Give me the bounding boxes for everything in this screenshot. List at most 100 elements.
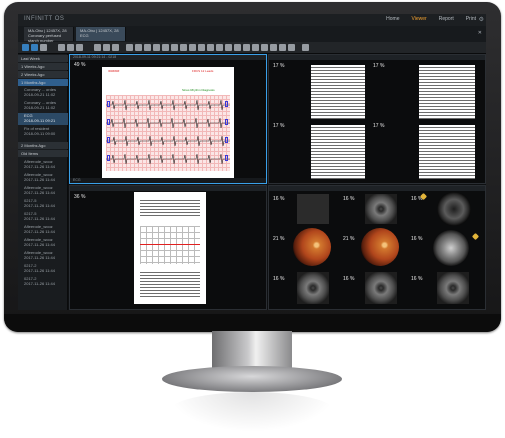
zoom-fit-icon[interactable] (171, 44, 178, 51)
viewport-document-grid[interactable]: 17 % 17 % 17 % 17 % (268, 54, 486, 184)
copy-icon[interactable] (126, 44, 133, 51)
retina-thumbnail[interactable] (365, 194, 397, 224)
zoom-level: 16 % (411, 196, 423, 202)
tab-line-1: MA-Obu | 12457X, 28 (28, 28, 67, 33)
settings-icon[interactable]: ⚙ (478, 17, 484, 23)
lightning-icon[interactable] (302, 44, 309, 51)
zoom-in-icon[interactable] (153, 44, 160, 51)
ecg-id-text: ID##### (108, 69, 120, 73)
nav-report[interactable]: Report (438, 16, 454, 22)
nav-home[interactable]: Home (386, 16, 400, 22)
retina-thumbnail[interactable] (437, 192, 471, 226)
viewport-header: 2018-09-11 09:21:14 - 0218 (70, 55, 266, 60)
monitor-stand-base (162, 366, 342, 392)
retina-thumbnail[interactable] (433, 230, 469, 266)
invert-icon[interactable] (216, 44, 223, 51)
nav-viewer[interactable]: Viewer (411, 16, 427, 22)
reset-icon[interactable] (270, 44, 277, 51)
calibration-mark (225, 137, 228, 143)
fundus-photo[interactable] (293, 228, 331, 266)
document-red-line (140, 244, 200, 245)
pan-icon[interactable] (180, 44, 187, 51)
toolbar (18, 42, 486, 54)
top-bar: INFINITT OS Home Viewer Report Print ⚙ (18, 14, 486, 26)
calibration-mark (107, 155, 110, 161)
ecg-leads-text: FRCS 12 Leads (192, 69, 214, 73)
retina-thumbnail[interactable] (297, 272, 329, 304)
tab-line-2: ECG (80, 33, 89, 38)
viewport-document[interactable]: 36 % (69, 185, 267, 310)
layout-2x2-icon[interactable] (31, 44, 38, 51)
viewport-ecg[interactable]: 2018-09-11 09:21:14 - 0218 49 % ID##### … (69, 54, 267, 184)
nav-print[interactable]: Print (465, 16, 476, 22)
section-1-months-ago[interactable]: 1 Months Ago (18, 79, 68, 86)
zoom-level: 16 % (343, 196, 355, 202)
monitor-stand-neck (212, 331, 292, 371)
compare-icon[interactable] (279, 44, 286, 51)
document-thumbnail[interactable] (419, 65, 475, 119)
patient-tabs: MA-Obu | 12457X, 28 Coronary perfused st… (18, 26, 486, 43)
close-icon[interactable]: ✕ (477, 30, 482, 36)
section-last-week[interactable]: Last Week (18, 55, 68, 62)
contrast-icon[interactable] (225, 44, 232, 51)
monitor-chin (4, 314, 501, 332)
main-nav: Home Viewer Report Print (386, 16, 476, 22)
tab-study-1[interactable]: MA-Obu | 12457X, 28 Coronary perfused st… (24, 27, 74, 43)
prev-icon[interactable] (112, 44, 119, 51)
document-thumbnail[interactable] (419, 125, 475, 179)
retina-thumbnail[interactable] (297, 194, 329, 224)
zoom-level: 49 % (74, 62, 86, 68)
document-thumbnail[interactable] (311, 125, 365, 179)
section-old-items[interactable]: Old Items (18, 150, 68, 157)
retina-thumbnail[interactable] (437, 272, 469, 304)
sync-icon[interactable] (288, 44, 295, 51)
pen-icon[interactable] (58, 44, 65, 51)
ecg-diagnosis-text: Sinus Rhythm Diagnosis (182, 88, 215, 92)
last-page-icon[interactable] (103, 44, 110, 51)
zoom-level: 17 % (273, 123, 285, 129)
rotate-right-icon[interactable] (198, 44, 205, 51)
zoom-level: 16 % (411, 236, 423, 242)
first-page-icon[interactable] (94, 44, 101, 51)
fundus-photo[interactable] (361, 228, 399, 266)
pencil-icon[interactable] (67, 44, 74, 51)
section-1-weeks-ago[interactable]: 1 Weeks Ago (18, 63, 68, 70)
viewport-retina-images[interactable]: 16 % 16 % 16 % 21 % 21 % 16 % 16 % 16 % … (268, 185, 486, 310)
rotate-left-icon[interactable] (189, 44, 196, 51)
flip-icon[interactable] (207, 44, 214, 51)
layout-1x1-icon[interactable] (22, 44, 29, 51)
tab-study-2[interactable]: MA-Obu | 12457X, 28 ECG (76, 27, 126, 41)
paste-icon[interactable] (135, 44, 142, 51)
zoom-out-icon[interactable] (162, 44, 169, 51)
section-2-months-ago[interactable]: 2 Months Ago (18, 142, 68, 149)
viewport-header (269, 55, 485, 60)
section-2-weeks-ago[interactable]: 2 Weeks Ago (18, 71, 68, 78)
window-icon[interactable] (144, 44, 151, 51)
pin-icon[interactable] (471, 232, 480, 241)
angle-icon[interactable] (243, 44, 250, 51)
arrow-icon[interactable] (76, 44, 83, 51)
retina-thumbnail[interactable] (365, 272, 397, 304)
viewport-header (269, 186, 485, 191)
zoom-level: 16 % (273, 196, 285, 202)
fullscreen-icon[interactable] (261, 44, 268, 51)
layout-grid-icon[interactable] (40, 44, 47, 51)
crop-icon[interactable] (252, 44, 259, 51)
document-thumbnail[interactable] (311, 65, 365, 119)
measure-icon[interactable] (234, 44, 241, 51)
viewport-header (70, 186, 266, 191)
